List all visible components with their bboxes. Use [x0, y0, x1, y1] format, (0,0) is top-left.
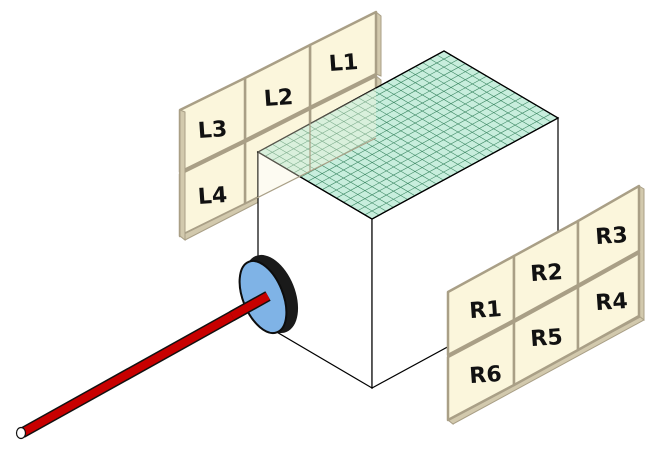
tile-label-R6: R6 — [469, 362, 503, 389]
tile-label-L4: L4 — [197, 183, 228, 210]
tile-R3: R3 — [576, 184, 641, 287]
tile-label-R2: R2 — [530, 260, 564, 287]
beam-end-cap — [15, 426, 27, 440]
tile-R4: R4 — [576, 251, 641, 352]
right-detector-panel: R1 R2 R3 R6 R5 R4 — [446, 184, 645, 426]
tile-label-R1: R1 — [469, 297, 503, 324]
grid-line — [336, 96, 523, 199]
grid-line — [307, 80, 495, 182]
grid-line — [286, 67, 473, 170]
grid-line — [357, 109, 544, 211]
grid-line — [350, 105, 537, 207]
tile-R6: R6 — [446, 320, 516, 422]
grid-line — [264, 54, 452, 157]
grid-line — [329, 92, 516, 195]
tile-L2: L2 — [243, 43, 312, 142]
grid-line — [343, 100, 530, 203]
left-panel-overlap-edges — [244, 109, 377, 205]
grid-line — [364, 113, 552, 216]
tile-label-R5: R5 — [530, 325, 564, 352]
grid-line — [314, 84, 502, 186]
tile-label-L3: L3 — [197, 117, 228, 144]
target-disc — [229, 254, 299, 335]
beam — [15, 291, 271, 440]
tile-label-L1: L1 — [328, 50, 359, 77]
left-panel-overlap — [258, 88, 376, 197]
grid-line — [272, 59, 459, 161]
tile-label-R3: R3 — [595, 223, 629, 250]
tile-label-L2: L2 — [263, 85, 294, 112]
tile-label-R4: R4 — [595, 289, 629, 316]
grid-line — [293, 71, 480, 174]
grid-line — [321, 88, 509, 190]
